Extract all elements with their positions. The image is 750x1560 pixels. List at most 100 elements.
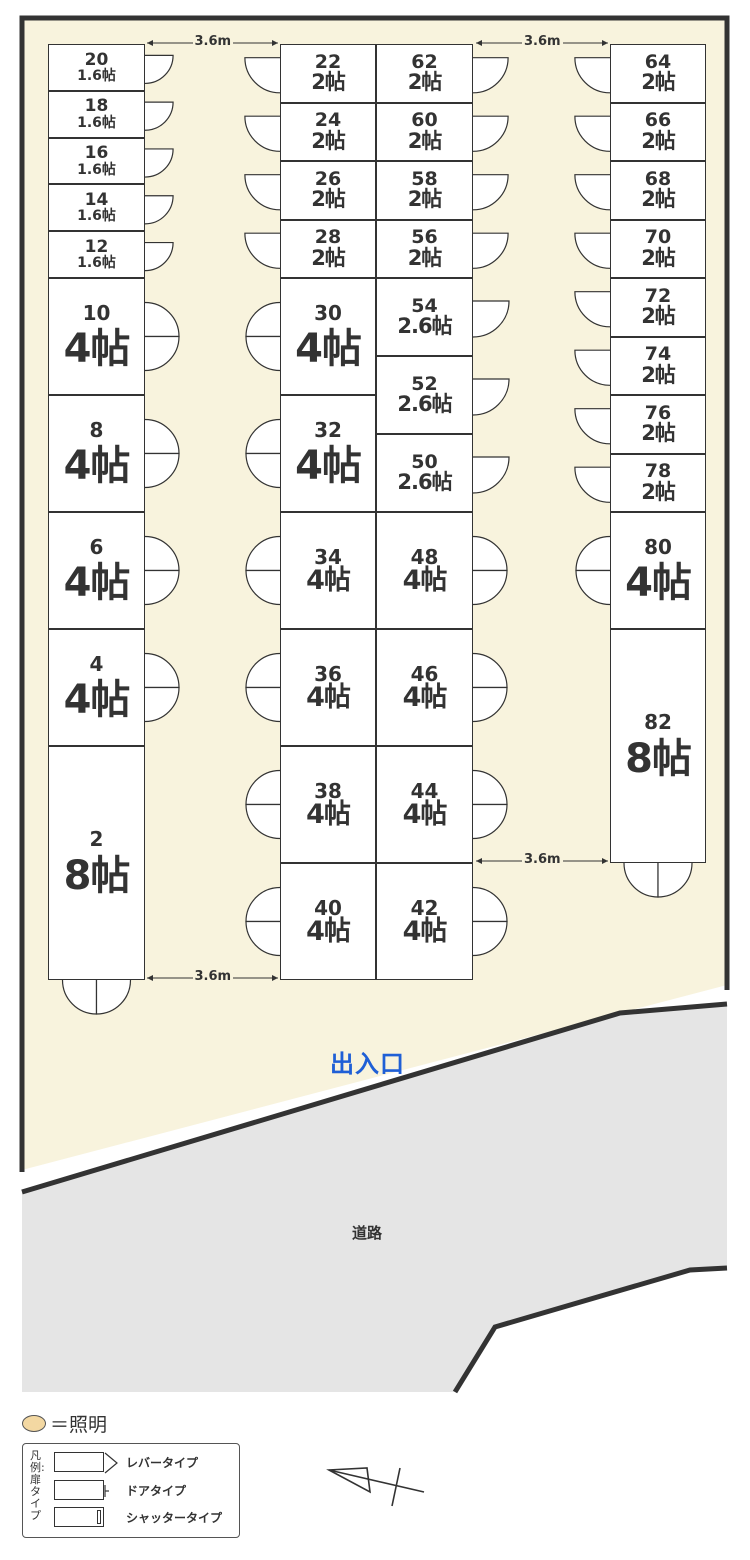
dimension-arrow <box>272 975 278 981</box>
unit-number: 32 <box>314 417 342 442</box>
door-type-legend: 凡例:扉タイプ レバータイプ ドアタイプ シャッタータイプ <box>22 1443 240 1538</box>
door-4-upper-icon <box>144 652 180 689</box>
legend-row-shutter: シャッタータイプ <box>54 1507 222 1527</box>
unit-size: 1.6帖 <box>77 208 116 225</box>
legend-door-label: ドアタイプ <box>126 1483 187 1498</box>
unit-size: 4帖 <box>625 560 692 607</box>
unit-number: 22 <box>314 50 342 73</box>
unit-size: 2.6帖 <box>397 469 452 494</box>
door-38-upper-icon <box>245 769 281 806</box>
unit-size: 4帖 <box>63 677 131 724</box>
unit-size: 2帖 <box>311 245 346 270</box>
door-26-icon <box>244 174 281 211</box>
unit-size: 2帖 <box>407 245 443 270</box>
door-legend-title: 凡例:扉タイプ <box>30 1449 45 1522</box>
door-10-upper-icon <box>144 301 180 338</box>
unit-number: 56 <box>411 226 438 249</box>
unit-number: 30 <box>314 300 342 325</box>
road-edge-lower <box>452 1265 728 1394</box>
door-74-icon <box>574 349 611 386</box>
hinged-door-icon <box>54 1480 109 1500</box>
door-16-icon <box>144 148 174 178</box>
dimension-aisle-top-left: 3.6m <box>192 34 234 49</box>
unit-number: 80 <box>644 534 672 559</box>
door-50-icon <box>472 456 510 494</box>
unit-number: 74 <box>644 343 672 366</box>
unit-size: 2帖 <box>641 421 676 446</box>
unit-size: 8帖 <box>625 735 692 782</box>
unit-number: 28 <box>314 226 342 249</box>
door-72-icon <box>574 291 611 328</box>
unit-number: 36 <box>314 661 342 686</box>
unit-number: 54 <box>411 294 438 317</box>
unit-number: 18 <box>84 96 109 117</box>
door-46-lower-icon <box>472 686 508 723</box>
door-40-lower-icon <box>245 920 281 957</box>
unit-number: 82 <box>644 710 672 735</box>
door-44-upper-icon <box>472 769 508 806</box>
unit-number: 38 <box>314 778 342 803</box>
unit-number: 24 <box>314 109 342 132</box>
unit-number: 68 <box>644 167 672 190</box>
road-edge-upper <box>21 1001 728 1195</box>
dimension-aisle-top-right: 3.6m <box>522 34 563 49</box>
light-icon <box>22 1415 46 1432</box>
unit-size: 2帖 <box>641 362 676 387</box>
door-68-icon <box>574 174 611 211</box>
unit-number: 52 <box>411 372 438 395</box>
door-48-upper-icon <box>472 535 508 572</box>
unit-size: 4帖 <box>402 681 448 713</box>
unit-size: 2帖 <box>641 479 676 504</box>
unit-number: 50 <box>411 450 438 473</box>
door-30-lower-icon <box>245 335 281 372</box>
unit-size: 2帖 <box>311 128 346 153</box>
unit-size: 4帖 <box>402 798 448 830</box>
unit-number: 2 <box>89 827 104 852</box>
unit-size: 4帖 <box>295 326 362 373</box>
dimension-arrow <box>602 858 608 864</box>
dimension-aisle-bottom-left: 3.6m <box>192 969 234 984</box>
site-boundary-wall <box>19 15 730 1172</box>
